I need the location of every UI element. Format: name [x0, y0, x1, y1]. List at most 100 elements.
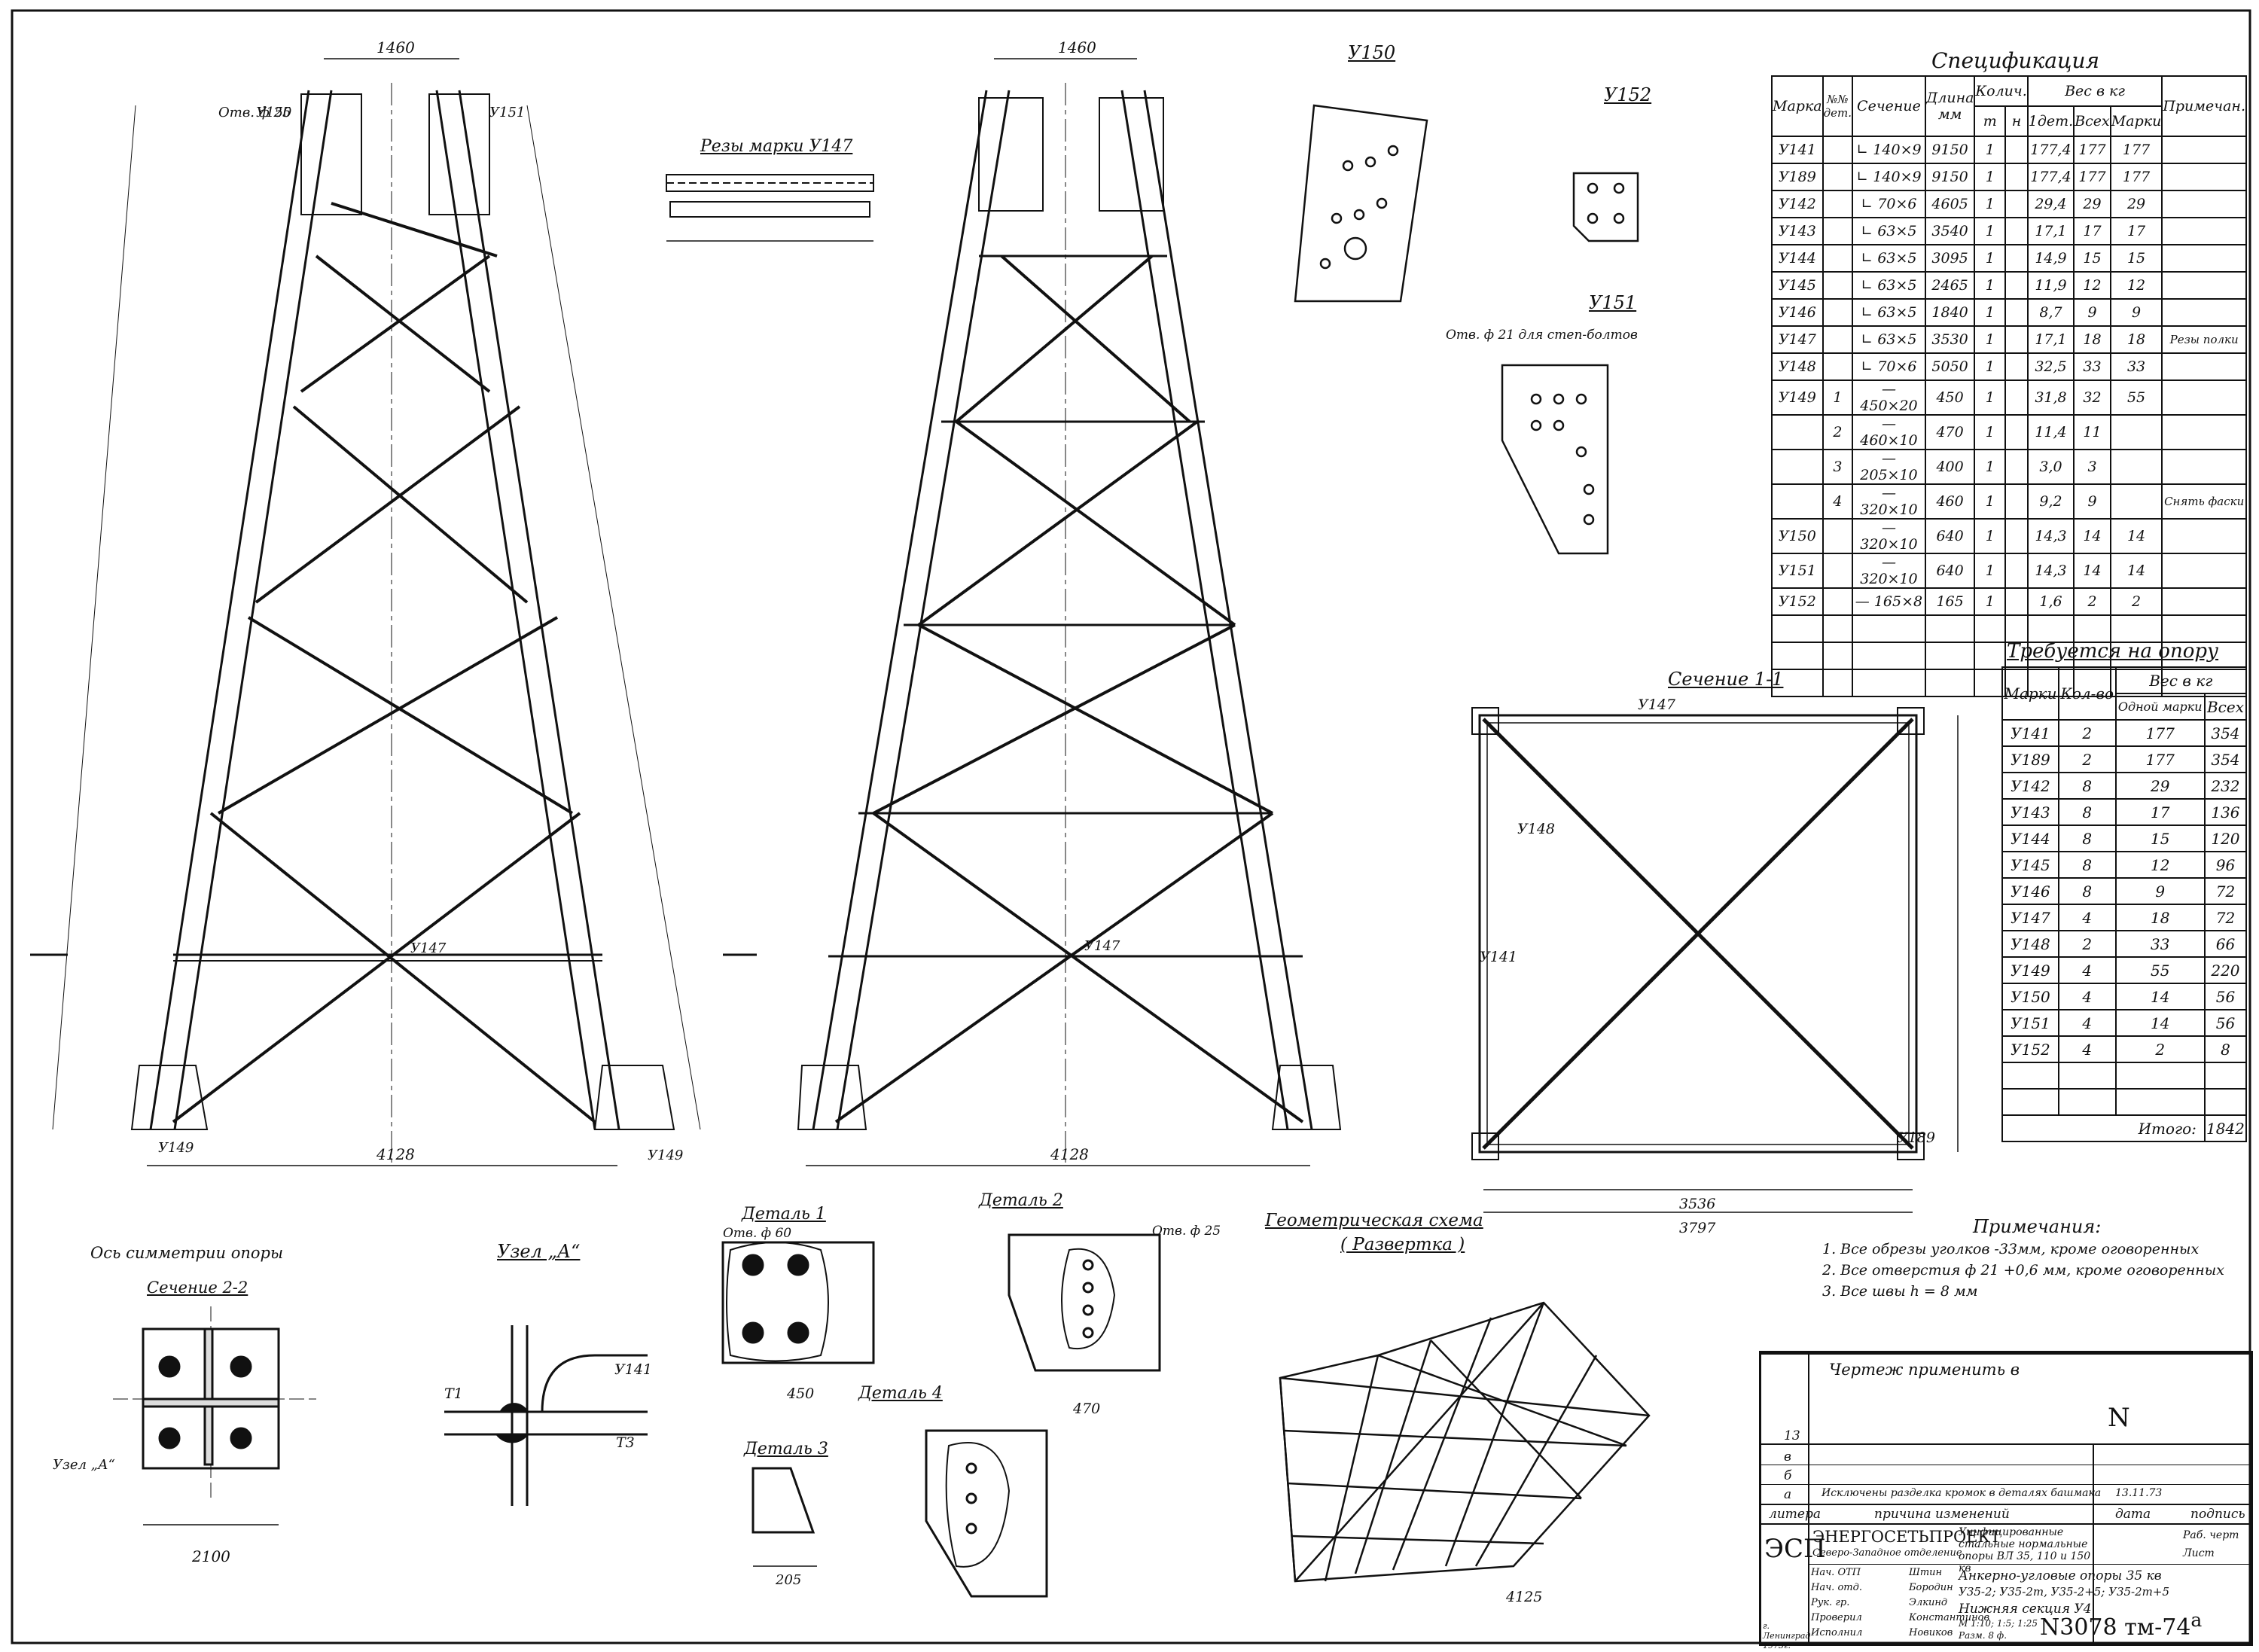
- req-cell-mark: У146: [2001, 877, 2059, 905]
- spec-cell-sec: — 320×10: [1852, 553, 1926, 589]
- dim-3797: 3797: [1679, 1220, 1716, 1236]
- spec-cell-wd: 1,6: [2026, 587, 2075, 616]
- req-empty-cell: [2001, 1088, 2059, 1116]
- spec-cell-wm: 177: [2109, 136, 2163, 164]
- tb-role-2: Рук. гр.: [1811, 1597, 1850, 1608]
- spec-cell-num: [1822, 244, 1854, 273]
- spec-cell-note: [2161, 553, 2247, 589]
- spec-cell-t: 1: [1974, 553, 2007, 589]
- title-block: Чертеж применить в N 13 в б а Исключены …: [1759, 1351, 2253, 1650]
- spec-cell-t: 1: [1974, 190, 2007, 218]
- spec-cell-wd: 8,7: [2026, 298, 2075, 327]
- spec-hdr-length: Длина мм: [1924, 75, 1976, 137]
- spec-cell-len: 4605: [1924, 190, 1976, 218]
- tb-work-draw: Раб. черт: [2183, 1529, 2239, 1541]
- req-cell-all: 56: [2203, 983, 2248, 1010]
- tb-sheet: Лист: [2183, 1547, 2215, 1559]
- spec-empty-cell: [2004, 614, 2029, 643]
- tower-face-right: [797, 58, 1342, 1166]
- spec-cell-t: 1: [1974, 449, 2007, 485]
- tb-name-1: Бородин: [1909, 1582, 1953, 1593]
- spec-cell-wa: 18: [2073, 325, 2111, 354]
- req-cell-qty: 2: [2057, 930, 2117, 958]
- tb-change-date: 13.11.73: [2115, 1487, 2163, 1499]
- spec-cell-len: 2465: [1924, 271, 1976, 300]
- spec-cell-len: 3540: [1924, 217, 1976, 245]
- spec-cell-note: [2161, 414, 2247, 450]
- label-y149-right-base: У149: [648, 1148, 683, 1163]
- spec-empty-cell: [1822, 614, 1854, 643]
- req-table: Марки Кол-во Вес в кг Одной марки Всех У…: [2001, 666, 2248, 1142]
- spec-cell-num: [1822, 217, 1854, 245]
- spec-cell-sec: ∟ 63×5: [1852, 298, 1926, 327]
- section-2-2-drawing: [113, 1306, 316, 1526]
- spec-cell-wd: 11,9: [2026, 271, 2075, 300]
- req-cell-one: 14: [2114, 1009, 2206, 1037]
- plate-y150-drawing: [1294, 104, 1428, 303]
- spec-empty-cell: [1974, 614, 2007, 643]
- spec-cell-wm: 9: [2109, 298, 2163, 327]
- req-cell-one: 9: [2114, 877, 2206, 905]
- spec-empty-row: [1771, 642, 2247, 670]
- tb-letter-n: N: [2108, 1403, 2130, 1433]
- spec-cell-wm: 2: [2109, 587, 2163, 616]
- tb-col-sign: подпись: [2190, 1507, 2245, 1522]
- tb-desc-3: Нижняя секция У4: [1959, 1602, 2092, 1617]
- spec-cell-t: 1: [1974, 518, 2007, 554]
- label-y150-left: У150: [256, 105, 291, 120]
- detail-4-drawing: [925, 1429, 1048, 1598]
- spec-empty-cell: [2161, 642, 2247, 670]
- req-empty-cell: [2057, 1088, 2117, 1116]
- hole-note: Отв. ф 21 для степ-болтов: [1446, 328, 1638, 343]
- req-cell-one: 29: [2114, 772, 2206, 800]
- spec-cell-note: Снять фаски: [2161, 483, 2247, 520]
- spec-cell-sec: ∟ 70×6: [1852, 352, 1926, 381]
- spec-cell-mark: У147: [1771, 325, 1824, 354]
- req-cell-mark: У142: [2001, 772, 2059, 800]
- req-cell-all: 72: [2203, 904, 2248, 931]
- tb-number: N3078 тм-74а: [2040, 1609, 2202, 1641]
- spec-cell-wm: 33: [2109, 352, 2163, 381]
- tb-org-sub: Северо-Западное отделение: [1812, 1547, 1962, 1559]
- spec-empty-cell: [1771, 642, 1824, 670]
- spec-cell-wm: [2109, 483, 2163, 520]
- spec-cell-num: [1822, 271, 1854, 300]
- req-cell-mark: У143: [2001, 798, 2059, 826]
- spec-cell-sec: ∟ 140×9: [1852, 136, 1926, 164]
- tb-desc-1: Анкерно-угловые опоры 35 кв: [1959, 1568, 2162, 1583]
- geom-scheme-subtitle: ( Развертка ): [1340, 1235, 1465, 1254]
- spec-cell-wd: 3,0: [2026, 449, 2075, 485]
- dim-450: 450: [787, 1385, 815, 1402]
- label-y141-section: У141: [1480, 949, 1517, 965]
- tb-col-date: дата: [2115, 1507, 2151, 1522]
- spec-cell-wa: 14: [2073, 518, 2111, 554]
- spec-cell-len: 460: [1924, 483, 1976, 520]
- req-empty-row: [2001, 1088, 2248, 1116]
- req-cell-mark: У144: [2001, 824, 2059, 852]
- cuts-y147-drawing: [666, 174, 874, 242]
- req-cell-mark: У189: [2001, 745, 2059, 773]
- tb-name-4: Новиков: [1909, 1627, 1953, 1638]
- spec-cell-len: 450: [1924, 379, 1976, 416]
- spec-cell-sec: ∟ 63×5: [1852, 325, 1926, 354]
- spec-cell-t: 1: [1974, 483, 2007, 520]
- tb-role-1: Нач. отд.: [1811, 1582, 1862, 1593]
- detail-2-title: Деталь 2: [979, 1191, 1063, 1210]
- spec-cell-mark: [1771, 414, 1824, 450]
- dim-4128-left: 4128: [376, 1145, 415, 1163]
- label-otv25-detail2: Отв. ф 25: [1152, 1224, 1221, 1239]
- req-cell-mark: У147: [2001, 904, 2059, 931]
- req-cell-mark: У152: [2001, 1035, 2059, 1063]
- spec-cell-wa: 9: [2073, 298, 2111, 327]
- spec-cell-t: 1: [1974, 587, 2007, 616]
- req-hdr-qty: Кол-во: [2057, 666, 2117, 721]
- dim-2100: 2100: [192, 1547, 230, 1565]
- spec-cell-mark: У150: [1771, 518, 1824, 554]
- spec-cell-wa: 2: [2073, 587, 2111, 616]
